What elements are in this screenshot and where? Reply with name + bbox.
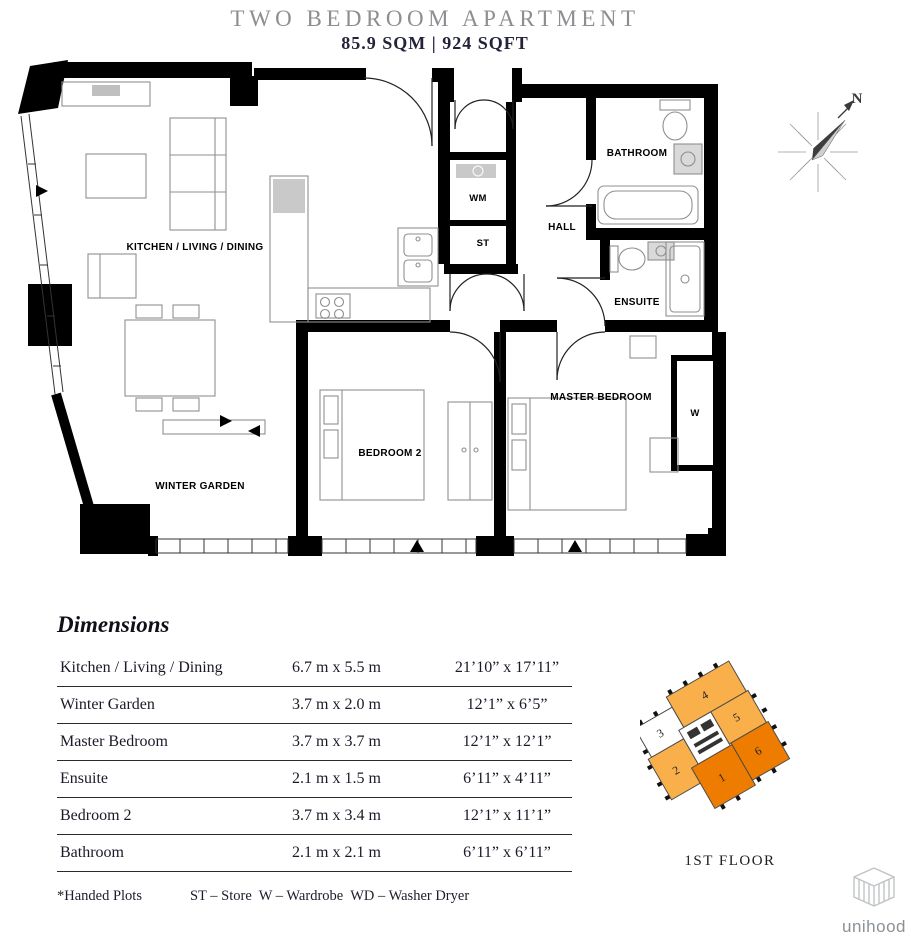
floorplan-svg: KITCHEN / LIVING / DINING WINTER GARDEN … [18,60,726,556]
floorplan-drawing: KITCHEN / LIVING / DINING WINTER GARDEN … [8,58,748,578]
room-label-bathroom: BATHROOM [607,148,668,159]
dimensions-section: Dimensions Kitchen / Living / Dining 6.7… [57,612,572,872]
north-arrow-icon [837,100,854,119]
metric-size: 3.7 m x 2.0 m [292,696,381,713]
keyplan-number-3: 3 [655,726,667,740]
keyplan-svg: 3 4 2 5 1 6 [633,660,791,810]
dimensions-table: Kitchen / Living / Dining 6.7 m x 5.5 m … [57,650,572,872]
walls [18,60,726,556]
keyplan-building: 3 4 2 5 1 6 [633,660,791,810]
keyplan-unit-6 [730,720,791,781]
metric-size: 2.1 m x 1.5 m [292,770,381,787]
room-label-ensuite: ENSUITE [614,297,659,308]
keyplan-floor-label: 1ST FLOOR [684,853,776,869]
handed-plots-note: *Handed Plots [57,888,142,904]
footnote: *Handed Plots ST – Store W – Wardrobe WD… [57,888,469,905]
room-label-kitchen-living-dining: KITCHEN / LIVING / DINING [127,242,264,253]
windows [20,113,687,554]
room-label-winter-garden: WINTER GARDEN [155,481,244,492]
imperial-size: 12’1” x 11’1” [462,807,552,824]
imperial-size: 12’1” x 6’5” [466,696,548,713]
brand-logo: unihood [838,864,910,936]
room-name: Bedroom 2 [60,807,132,824]
imperial-size: 6’11” x 6’11” [463,844,551,861]
room-label-w: W [690,408,699,419]
keyplan-number-5: 5 [731,710,743,724]
metric-size: 2.1 m x 2.1 m [292,844,381,861]
room-label-wm: WM [469,193,486,204]
room-label-master-bedroom: MASTER BEDROOM [550,392,651,403]
keyplan-number-6: 6 [753,744,765,758]
compass-needle [811,119,846,161]
plot-markers [36,185,582,552]
furniture [61,81,719,511]
imperial-size: 12’1” x 12’1” [462,733,552,750]
room-name: Bathroom [60,844,124,861]
dimensions-heading: Dimensions [57,612,170,637]
room-labels: KITCHEN / LIVING / DINING WINTER GARDEN … [127,148,700,492]
room-name: Ensuite [60,770,108,787]
page-title: TWO BEDROOM APARTMENT [230,6,640,31]
table-row: Bathroom 2.1 m x 2.1 m 6’11” x 6’11” [57,835,572,872]
room-name: Master Bedroom [60,733,168,750]
table-row: Master Bedroom 3.7 m x 3.7 m 12’1” x 12’… [57,724,572,761]
page-subtitle: 85.9 SQM | 924 SQFT [341,33,529,53]
room-name: Winter Garden [60,696,155,713]
room-name: Kitchen / Living / Dining [60,659,223,676]
compass-svg: N [778,91,863,192]
room-label-st: ST [477,238,490,249]
table-row: Winter Garden 3.7 m x 2.0 m 12’1” x 6’5” [57,687,572,724]
keyplan-number-1: 1 [716,771,728,785]
imperial-size: 21’10” x 17’11” [454,659,560,676]
metric-size: 6.7 m x 5.5 m [292,659,381,676]
room-label-bedroom-2: BEDROOM 2 [358,448,421,459]
doors [363,77,606,383]
room-label-hall: HALL [548,222,576,233]
keyplan-number-2: 2 [670,763,682,777]
metric-size: 3.7 m x 3.4 m [292,807,381,824]
keyplan-core-details [686,718,724,755]
keyplan: 3 4 2 5 1 6 [633,658,820,848]
table-row: Bedroom 2 3.7 m x 3.4 m 12’1” x 11’1” [57,798,572,835]
abbreviation-legend: ST – Store W – Wardrobe WD – Washer Drye… [189,888,470,904]
imperial-size: 6’11” x 4’11” [463,770,551,787]
table-row: Ensuite 2.1 m x 1.5 m 6’11” x 4’11” [57,761,572,798]
compass-north-label: N [852,91,863,107]
compass: N [772,86,872,196]
brand-name: unihood [841,917,906,936]
metric-size: 3.7 m x 3.7 m [292,733,381,750]
unihood-logo-icon [853,867,895,907]
keyplan-number-4: 4 [699,688,711,702]
table-row: Kitchen / Living / Dining 6.7 m x 5.5 m … [57,650,572,687]
keyplan-unit-numbers: 3 4 2 5 1 6 [655,688,765,785]
